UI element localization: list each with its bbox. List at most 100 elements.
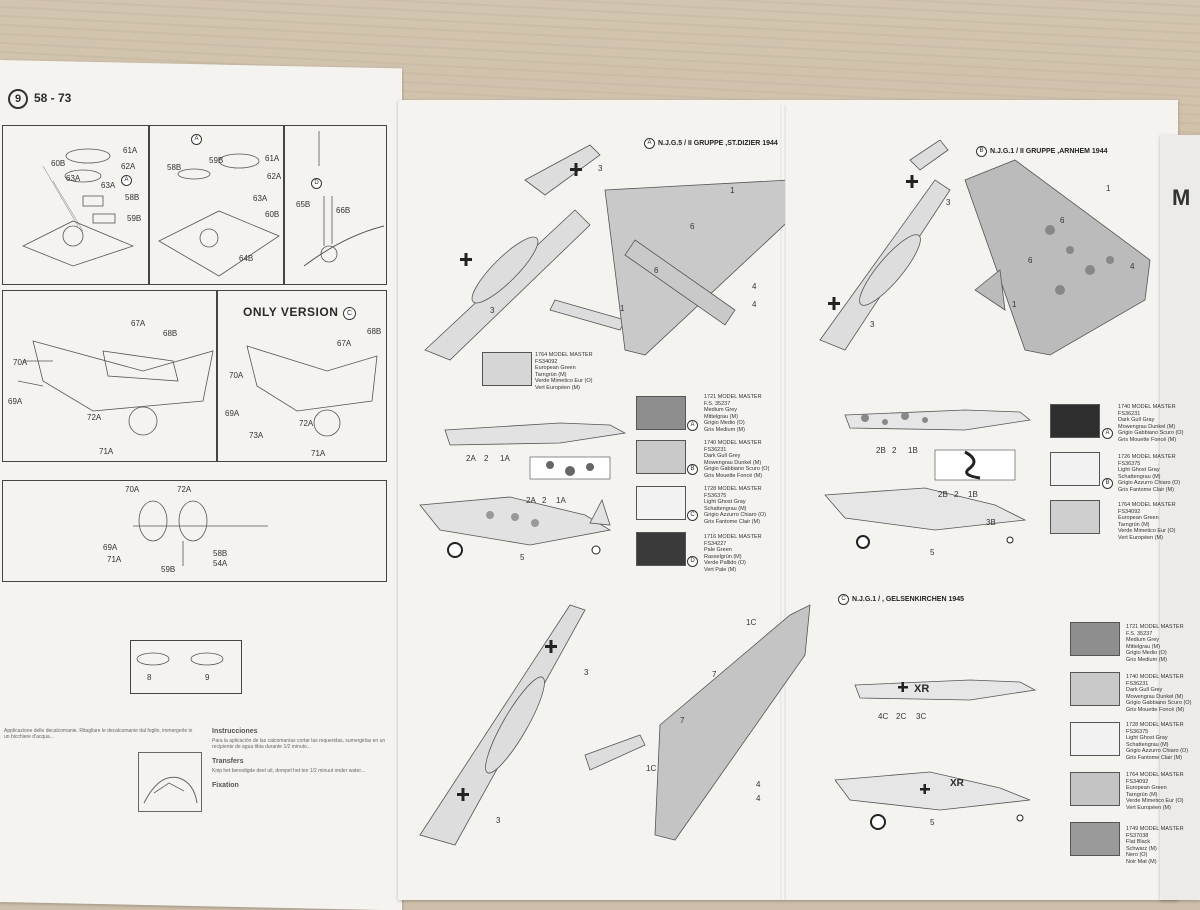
part-label: 69A [103,543,118,552]
variant-letter-a: A [191,134,202,145]
callout: 1 [730,186,735,195]
step-range-label: 58 - 73 [34,91,72,105]
callout: 4 [752,282,757,291]
swatch-letter: D [687,556,698,567]
callout: 2B [876,446,886,455]
part-label: 69A [225,409,240,418]
variant-letter-c: C [343,307,356,320]
edge-sheet-letter: M [1172,185,1191,210]
variant-letter-d: D [311,178,322,189]
callout: 1 [620,304,625,313]
callout: 2 [954,490,959,499]
part-label: 70A [125,485,140,494]
callout: 2B [938,490,948,499]
instructions-es-title: Instrucciones [212,728,258,735]
color-swatch-b3 [1050,500,1100,534]
callout: 4C [878,712,889,721]
part-label: 61A [265,154,280,163]
callout: 3 [490,306,495,315]
only-version-label: ONLY VERSION [243,305,339,319]
scheme-a-top-views [424,144,785,361]
callout: 6 [690,222,695,231]
scheme-c-side-views [834,679,1037,830]
callout: 7 [712,670,717,679]
swatch-letter: A [687,420,698,431]
decal-instructions-italian: Applicazione delle decalcomanie. Ritagli… [4,728,193,740]
callout: 2A [526,496,536,505]
color-swatch-c [636,486,686,520]
color-swatch-b [636,440,686,474]
part-label: 66B [336,206,351,215]
scheme-a-title: N.J.G.5 / II GRUPPE ,ST.DIZIER 1944 [658,140,778,147]
part-label: 72A [87,413,102,422]
assembly-drawing-4 [17,340,214,436]
paper-fold [780,105,786,900]
callout: 6 [1028,256,1033,265]
callout: 2 [484,454,489,463]
edge-sheet: M [1160,135,1200,900]
color-swatch [482,352,532,386]
part-label: 62A [267,172,282,181]
assembly-panel-2: A 58B 59B 61A 62A 63A 60B 64B [148,125,285,285]
part-label: 63A [101,181,116,190]
scheme-b-top-views [819,140,1151,356]
assembly-drawing-5 [246,345,378,437]
assembly-panel-3: D 65B 66B [283,125,387,285]
scheme-b-title: N.J.G.1 / II GRUPPE ,ARNHEM 1944 [990,148,1108,155]
callout: 1C [746,618,757,627]
part-label: 58B [213,549,228,558]
color-swatch-c4 [1070,772,1120,806]
callout: 2C [896,712,907,721]
scheme-c-top-views [419,604,811,846]
part-label: 58B [125,193,140,202]
step-number-circle: 9 [8,89,28,109]
part-label: 61A [123,146,138,155]
assembly-drawing-3 [303,131,385,267]
callout: 2A [466,454,476,463]
small-parts-drawing [136,652,224,666]
callout: 2 [542,496,547,505]
color-swatch-c1 [1070,622,1120,656]
part-label: 63A [253,194,268,203]
color-swatch-d [636,532,686,566]
assembly-drawing-6 [133,500,268,566]
callout: 5 [930,548,935,557]
instructions-es-text: Para la aplicación de las calcomanías co… [212,738,386,750]
part-label: 60B [265,210,280,219]
callout: 1B [908,446,918,455]
callout: 5 [520,553,525,562]
fuselage-code: XR [950,778,964,789]
scheme-c-title: N.J.G.1 / , GELSENKIRCHEN 1945 [852,596,965,603]
color-swatch-a [636,396,686,430]
color-swatch-c2 [1070,672,1120,706]
scheme-b-side-views [824,409,1031,549]
swatch-letter: B [687,464,698,475]
left-sheet-content: 9 58 - 73 60B 61A 62A 63A 63A 58B 59B A … [0,60,402,902]
color-swatch-b2 [1050,452,1100,486]
part-label: 67A [337,339,352,348]
callout: 3C [916,712,927,721]
color-swatch-b1 [1050,404,1100,438]
callout: 5 [930,818,935,827]
part-label: 59B [209,156,224,165]
callout: 1 [1106,184,1111,193]
assembly-panel-5: ONLY VERSION C 67A 68B 70A 69A 73A 72A 7… [216,290,387,462]
part-label: 59B [161,565,176,574]
callout: 6 [1060,216,1065,225]
part-label: 73A [249,431,264,440]
swatch-letter: C [687,510,698,521]
callout: 4 [756,780,761,789]
callout: 1C [646,764,657,773]
fixation-title: Fixation [212,782,239,789]
callout: 3 [598,164,603,173]
part-label: 70A [13,358,28,367]
callout: 1B [968,490,978,499]
part-label: 65B [296,200,311,209]
